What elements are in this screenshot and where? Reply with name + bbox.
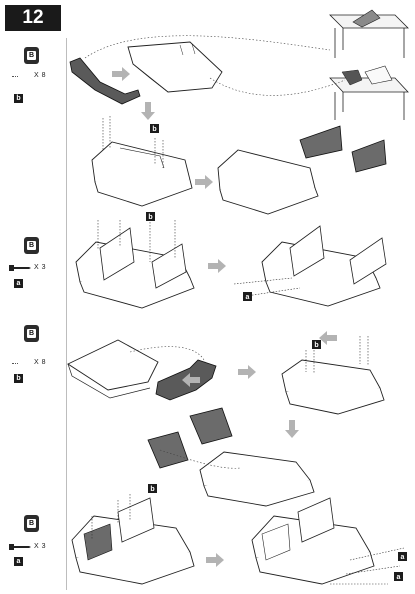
callout-label: a: [401, 554, 405, 561]
part-quantity: X 8: [34, 72, 47, 79]
callout-label: a: [397, 574, 401, 581]
dowel-icon: [305, 336, 369, 374]
process-arrow-icon: [238, 365, 256, 379]
seat-frame: [75, 227, 195, 309]
seat-shell: [67, 339, 159, 399]
seat-shell: [127, 41, 223, 93]
dowel-icon: [12, 76, 18, 79]
process-arrow-icon: [141, 102, 155, 120]
dowel-icon: [102, 116, 164, 168]
dowel-icon: [12, 363, 18, 366]
callout-badge: [146, 212, 155, 221]
callout-label: a: [246, 294, 250, 301]
seat-frame: [71, 497, 195, 585]
seat-frame: [261, 225, 387, 307]
seat-frame: [91, 141, 193, 207]
callout-label: b: [150, 486, 154, 493]
callout-badge: [398, 552, 407, 561]
seat-frame: [251, 497, 375, 585]
step-number: 12: [5, 5, 61, 31]
callout-badge: [243, 292, 252, 301]
seat-frame: [217, 149, 319, 215]
callout-badge: [394, 572, 403, 581]
front-rail: [69, 57, 141, 105]
side-bracket: [299, 125, 387, 173]
part-box-icon: B: [24, 237, 39, 254]
process-arrow-icon: [112, 67, 130, 81]
fastener-key: b: [14, 94, 23, 103]
seat-frame: [281, 359, 385, 415]
callout-badge: [312, 340, 321, 349]
part-box-icon: B: [24, 515, 39, 532]
process-arrow-icon: [206, 553, 224, 567]
part-quantity: X 3: [34, 264, 47, 271]
callout-label: b: [148, 214, 152, 221]
process-arrow-icon: [319, 331, 337, 345]
callout-label: b: [152, 126, 156, 133]
part-letter: B: [27, 329, 36, 338]
part-letter: B: [27, 241, 36, 250]
side-bracket: [147, 407, 233, 469]
seat-frame: [199, 451, 315, 507]
callout-badge: [150, 124, 159, 133]
work-table-icon: [329, 9, 409, 120]
fastener-key: a: [14, 557, 23, 566]
fastener-key: a: [14, 279, 23, 288]
process-arrow-icon: [195, 175, 213, 189]
part-letter: B: [27, 519, 36, 528]
part-letter: B: [27, 51, 36, 60]
process-arrow-icon: [285, 420, 299, 438]
callout-badge: [148, 484, 157, 493]
screw-icon: [9, 265, 31, 271]
part-box-icon: B: [24, 325, 39, 342]
sidebar-divider: [66, 38, 67, 590]
screw-icon: [97, 220, 176, 262]
part-box-icon: B: [24, 47, 39, 64]
screw-icon: [91, 494, 131, 540]
process-arrow-icon: [208, 259, 226, 273]
fastener-key: b: [14, 374, 23, 383]
part-quantity: X 8: [34, 359, 47, 366]
callout-label: b: [314, 342, 318, 349]
screw-icon: [9, 544, 31, 550]
part-quantity: X 3: [34, 543, 47, 550]
